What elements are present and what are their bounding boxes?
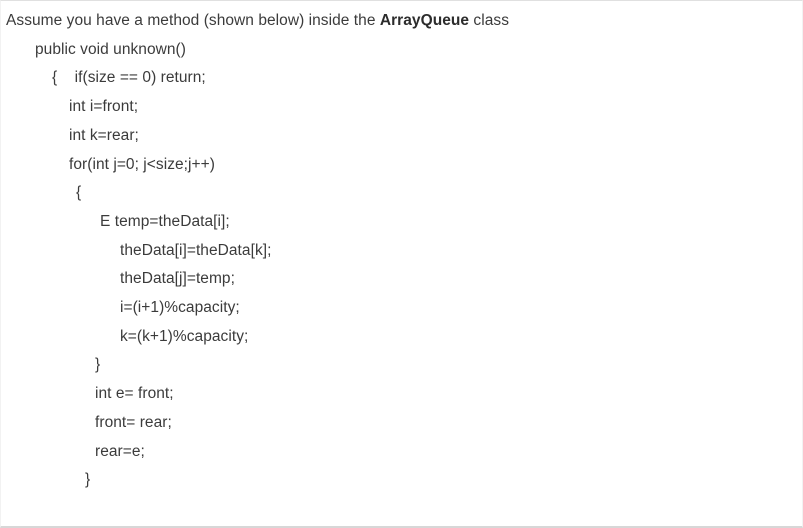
- prompt-text-after-bold: class: [469, 12, 509, 29]
- question-content: Assume you have a method (shown below) i…: [1, 1, 802, 495]
- question-prompt: Assume you have a method (shown below) i…: [1, 7, 802, 36]
- code-line: }: [85, 471, 91, 489]
- prompt-text-before-bold: Assume you have a method (shown below) i…: [6, 12, 380, 29]
- code-line: int i=front;: [69, 98, 139, 116]
- code-line: }: [95, 356, 101, 374]
- code-line: for(int j=0; j<size;j++): [69, 155, 215, 173]
- code-line: {: [76, 184, 82, 202]
- class-name-emphasis: ArrayQueue: [379, 12, 470, 29]
- code-line: int e= front;: [95, 385, 174, 403]
- code-block: public void unknown() { if(size == 0) re…: [1, 36, 802, 495]
- code-line: { if(size == 0) return;: [52, 69, 206, 87]
- code-line: front= rear;: [95, 413, 172, 431]
- code-line: i=(i+1)%capacity;: [120, 299, 240, 317]
- code-line: E temp=theData[i];: [100, 212, 230, 230]
- code-line: theData[j]=temp;: [120, 270, 235, 288]
- code-line: theData[i]=theData[k];: [120, 241, 272, 259]
- code-line: rear=e;: [95, 442, 145, 460]
- code-line: k=(k+1)%capacity;: [120, 327, 249, 345]
- code-line: int k=rear;: [69, 126, 139, 144]
- code-line: public void unknown(): [35, 40, 186, 58]
